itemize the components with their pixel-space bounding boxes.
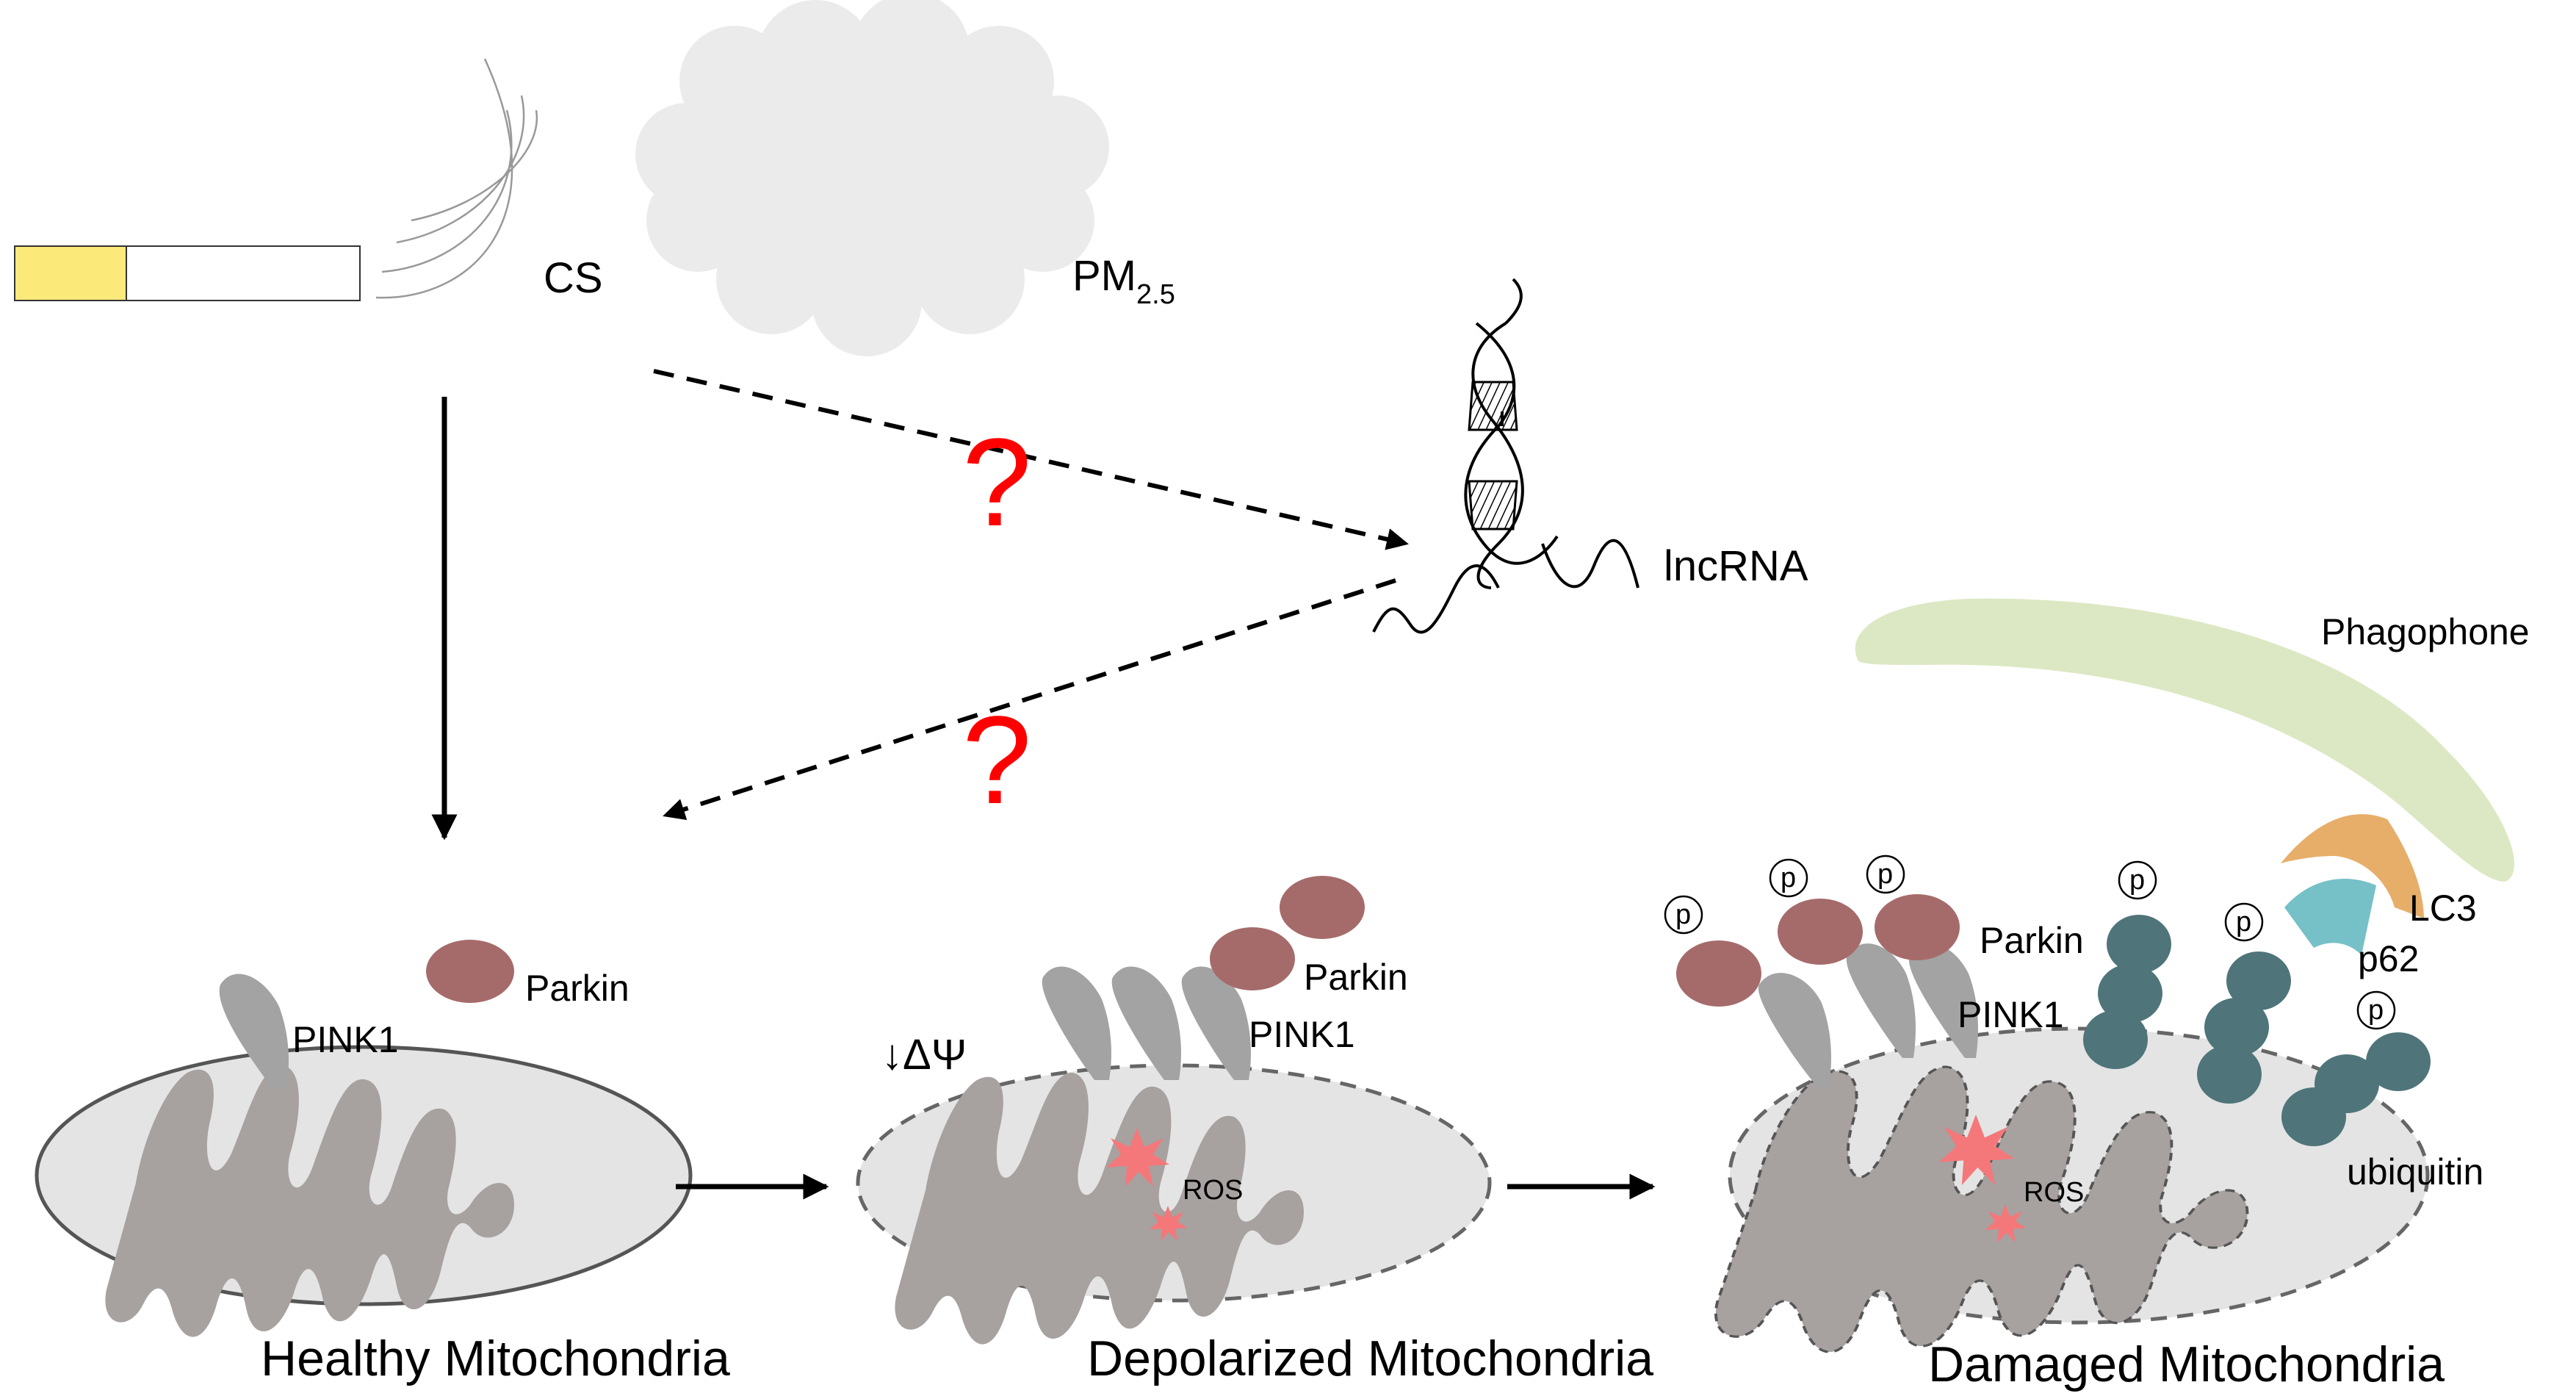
damaged-parkin-label: Parkin <box>1980 920 2084 961</box>
damaged-pink1 <box>1758 973 1831 1087</box>
depolarized-pink1 <box>1042 966 1111 1080</box>
healthy-parkin-label: Parkin <box>525 968 629 1009</box>
depolarized-parkin <box>1280 876 1365 939</box>
phospho-circle <box>2356 990 2396 1030</box>
ubiquitin-chain <box>2083 915 2171 1069</box>
ubiquitin-chain <box>2281 1032 2431 1146</box>
cigarette-filter <box>14 245 127 301</box>
phospho-circle <box>1866 854 1905 894</box>
phospho-markers: p p p p p p <box>1664 854 2396 1030</box>
phagophore-label: Phagophone <box>2321 611 2530 652</box>
healthy-pink1 <box>219 974 289 1087</box>
pm-label: PM2.5 <box>1072 252 1175 310</box>
phospho-label: p <box>1877 859 1893 890</box>
damaged-caption: Damaged Mitochondria <box>1928 1336 2445 1392</box>
healthy-pink1-label: PINK1 <box>292 1019 399 1060</box>
phospho-circle <box>1664 895 1703 935</box>
phagophore <box>1855 598 2515 882</box>
lncrna-label: lncRNA <box>1664 542 1808 590</box>
lc3-label: LC3 <box>2409 888 2477 929</box>
arrow-pm-to-lncrna <box>653 369 1409 550</box>
depolarized-pink1 <box>1181 966 1251 1080</box>
depolarized-parkin-label: Parkin <box>1304 957 1408 998</box>
phospho-circle <box>2118 860 2157 900</box>
stage-depolarized: Parkin PINK1 ↓ΔΨ ROS Depolarized Mitocho… <box>856 876 1653 1386</box>
arrow-lncrna-to-mito <box>663 578 1396 821</box>
pm25-cloud <box>635 0 1109 356</box>
pm-label-main: PM <box>1072 252 1136 300</box>
ubiquitin-label: ubiquitin <box>2347 1151 2483 1192</box>
p62-adaptor <box>2284 879 2376 955</box>
phospho-circle <box>2224 902 2264 942</box>
lncrna-helix-hatch <box>1468 381 1518 530</box>
phospho-label: p <box>1781 863 1796 893</box>
healthy-parkin <box>426 940 514 1003</box>
damaged-parkin <box>1676 940 1761 1007</box>
question-mark-2: ? <box>962 691 1032 830</box>
p62-label: p62 <box>2358 938 2419 979</box>
phospho-label: p <box>1675 899 1691 930</box>
cs-label: CS <box>544 254 603 302</box>
stage-damaged: Phagophone p p p p p p <box>1664 598 2530 1392</box>
healthy-caption: Healthy Mitochondria <box>261 1331 730 1386</box>
damaged-pink1-label: PINK1 <box>1958 994 2064 1035</box>
damaged-ros-label: ROS <box>2024 1177 2084 1208</box>
damaged-parkin <box>1875 894 1960 960</box>
question-mark-1: ? <box>962 413 1032 553</box>
depolarized-pink1-label: PINK1 <box>1249 1014 1355 1055</box>
cigarette <box>14 245 361 301</box>
phospho-label: p <box>2368 995 2384 1026</box>
damaged-pink1 <box>1846 943 1916 1058</box>
damaged-pink1 <box>1908 943 1978 1058</box>
membrane-potential-label: ↓ΔΨ <box>881 1031 967 1079</box>
lc3-protein <box>2281 814 2424 918</box>
depolarized-ros-label: ROS <box>1183 1175 1243 1206</box>
lncrna-icon <box>1372 278 1639 634</box>
phospho-label: p <box>2129 865 2145 896</box>
depolarized-pink1 <box>1111 966 1181 1080</box>
pm-label-subscript: 2.5 <box>1136 279 1175 310</box>
depolarized-caption: Depolarized Mitochondria <box>1087 1331 1653 1386</box>
damaged-parkin <box>1778 899 1863 965</box>
damaged-pink1-group <box>1758 943 1978 1087</box>
smoke-lines <box>375 58 538 299</box>
cigarette-body <box>126 245 361 301</box>
depolarized-parkin <box>1210 927 1295 990</box>
depolarized-pink1-group <box>1042 966 1251 1080</box>
ubiquitin-chain <box>2197 951 2291 1104</box>
phospho-label: p <box>2236 907 2251 938</box>
stage-healthy: Parkin PINK1 Healthy Mitochondria <box>35 940 730 1386</box>
phospho-circle <box>1769 858 1808 898</box>
